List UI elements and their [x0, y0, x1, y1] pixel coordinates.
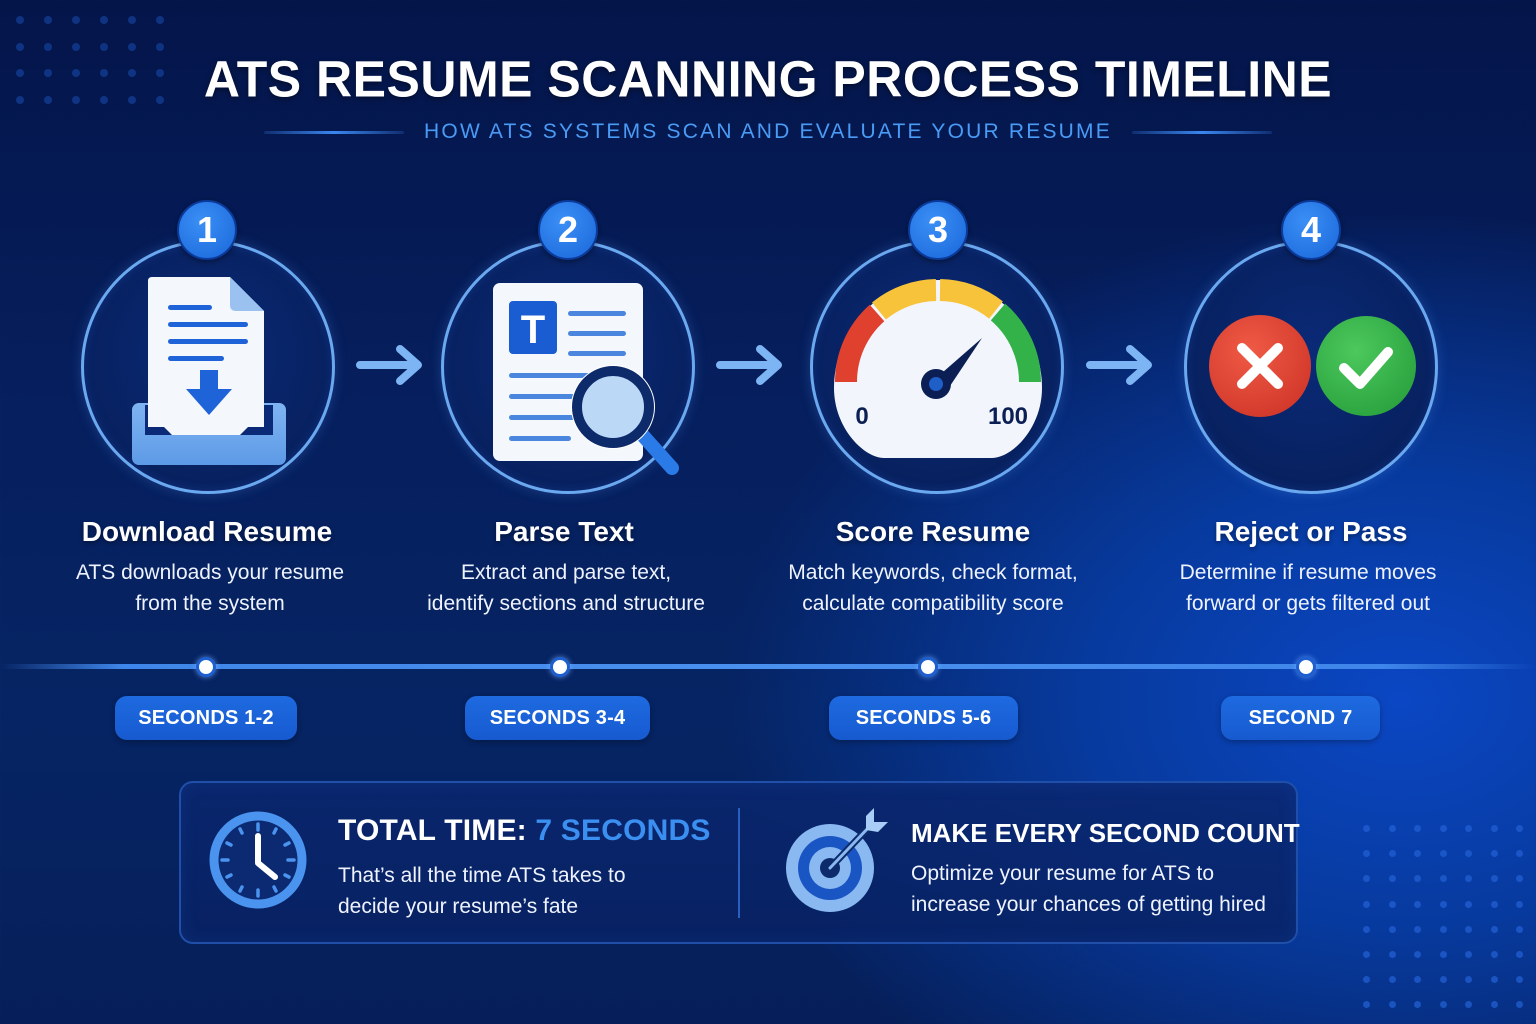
- step-4-desc-line-1: Determine if resume moves: [1179, 561, 1437, 584]
- step-1-desc: ATS downloads your resume from the syste…: [20, 557, 400, 619]
- tip-desc-line-1: Optimize your resume for ATS to: [911, 862, 1215, 885]
- step-2-title: Parse Text: [494, 516, 634, 547]
- step-1-desc-line-1: ATS downloads your resume: [75, 561, 345, 584]
- total-time-label: TOTAL TIME:: [338, 814, 536, 847]
- time-badge-step-3: SECONDS 5-6: [829, 696, 1018, 740]
- tip-desc-line-2: increase your chances of getting hired: [911, 893, 1266, 916]
- gauge-max-label: 100: [988, 403, 1028, 430]
- tip-title: MAKE EVERY SECOND COUNT: [911, 818, 1300, 848]
- step-3-desc-line-2: calculate compatibility score: [802, 592, 1064, 615]
- timeline-line: [0, 664, 1536, 669]
- clock-icon: [209, 811, 307, 909]
- tip-desc: Optimize your resume for ATS to increase…: [911, 858, 1266, 920]
- arrow-right-icon: [1086, 345, 1152, 385]
- pass-icon: [1316, 316, 1416, 416]
- total-time-title: TOTAL TIME: 7 SECONDS: [338, 814, 711, 848]
- total-time-desc-line-2: decide your resume’s fate: [338, 895, 579, 918]
- decorative-dot-grid-bottom-right: [1363, 825, 1536, 1024]
- timeline-node-2: [550, 657, 570, 677]
- document-download-icon: [132, 277, 286, 465]
- time-badge-step-2: SECONDS 3-4: [465, 696, 650, 740]
- subtitle-rule-left: [264, 130, 405, 134]
- step-2-desc-line-1: Extract and parse text,: [460, 561, 672, 584]
- arrow-right-icon: [356, 345, 422, 385]
- page-subtitle: HOW ATS SYSTEMS SCAN AND EVALUATE YOUR R…: [424, 120, 1112, 143]
- step-4-title: Reject or Pass: [1214, 516, 1408, 547]
- step-3-title: Score Resume: [835, 516, 1031, 547]
- time-badge-step-4: SECOND 7: [1221, 696, 1380, 740]
- page-title: ATS RESUME SCANNING PROCESS TIMELINE: [203, 50, 1333, 108]
- step-2-desc: Extract and parse text, identify section…: [376, 557, 756, 619]
- step-1-desc-line-2: from the system: [135, 592, 285, 615]
- reject-icon: [1209, 315, 1416, 417]
- score-gauge-icon: 0 100: [834, 279, 1042, 458]
- step-4-desc-line-2: forward or gets filtered out: [1186, 592, 1430, 615]
- time-badge-step-1: SECONDS 1-2: [115, 696, 297, 740]
- step-4-number-badge: 4: [1281, 200, 1341, 260]
- total-time-desc-line-1: That’s all the time ATS takes to: [338, 864, 626, 887]
- step-1-title: Download Resume: [81, 516, 333, 547]
- step-2-number-badge: 2: [538, 200, 598, 260]
- document-magnifier-icon: T: [493, 283, 679, 475]
- timeline-node-3: [918, 657, 938, 677]
- step-3-number-badge: 3: [908, 200, 968, 260]
- total-time-value: 7 SECONDS: [535, 814, 711, 847]
- step-3-desc: Match keywords, check format, calculate …: [743, 557, 1123, 619]
- timeline-node-1: [196, 657, 216, 677]
- total-time-desc: That’s all the time ATS takes to decide …: [338, 860, 626, 922]
- step-4-desc: Determine if resume moves forward or get…: [1118, 557, 1498, 619]
- step-3-desc-line-1: Match keywords, check format,: [788, 561, 1078, 584]
- arrow-right-icon: [716, 345, 782, 385]
- decorative-dot-grid-top-left: [16, 16, 184, 122]
- gauge-min-label: 0: [855, 403, 868, 430]
- step-1-number-badge: 1: [177, 200, 237, 260]
- subtitle-row: HOW ATS SYSTEMS SCAN AND EVALUATE YOUR R…: [0, 117, 1536, 147]
- svg-text:T: T: [521, 308, 545, 352]
- target-icon: [786, 808, 888, 912]
- step-2-desc-line-2: identify sections and structure: [427, 592, 705, 615]
- summary-divider: [738, 808, 740, 918]
- timeline-node-4: [1296, 657, 1316, 677]
- subtitle-rule-right: [1131, 130, 1272, 134]
